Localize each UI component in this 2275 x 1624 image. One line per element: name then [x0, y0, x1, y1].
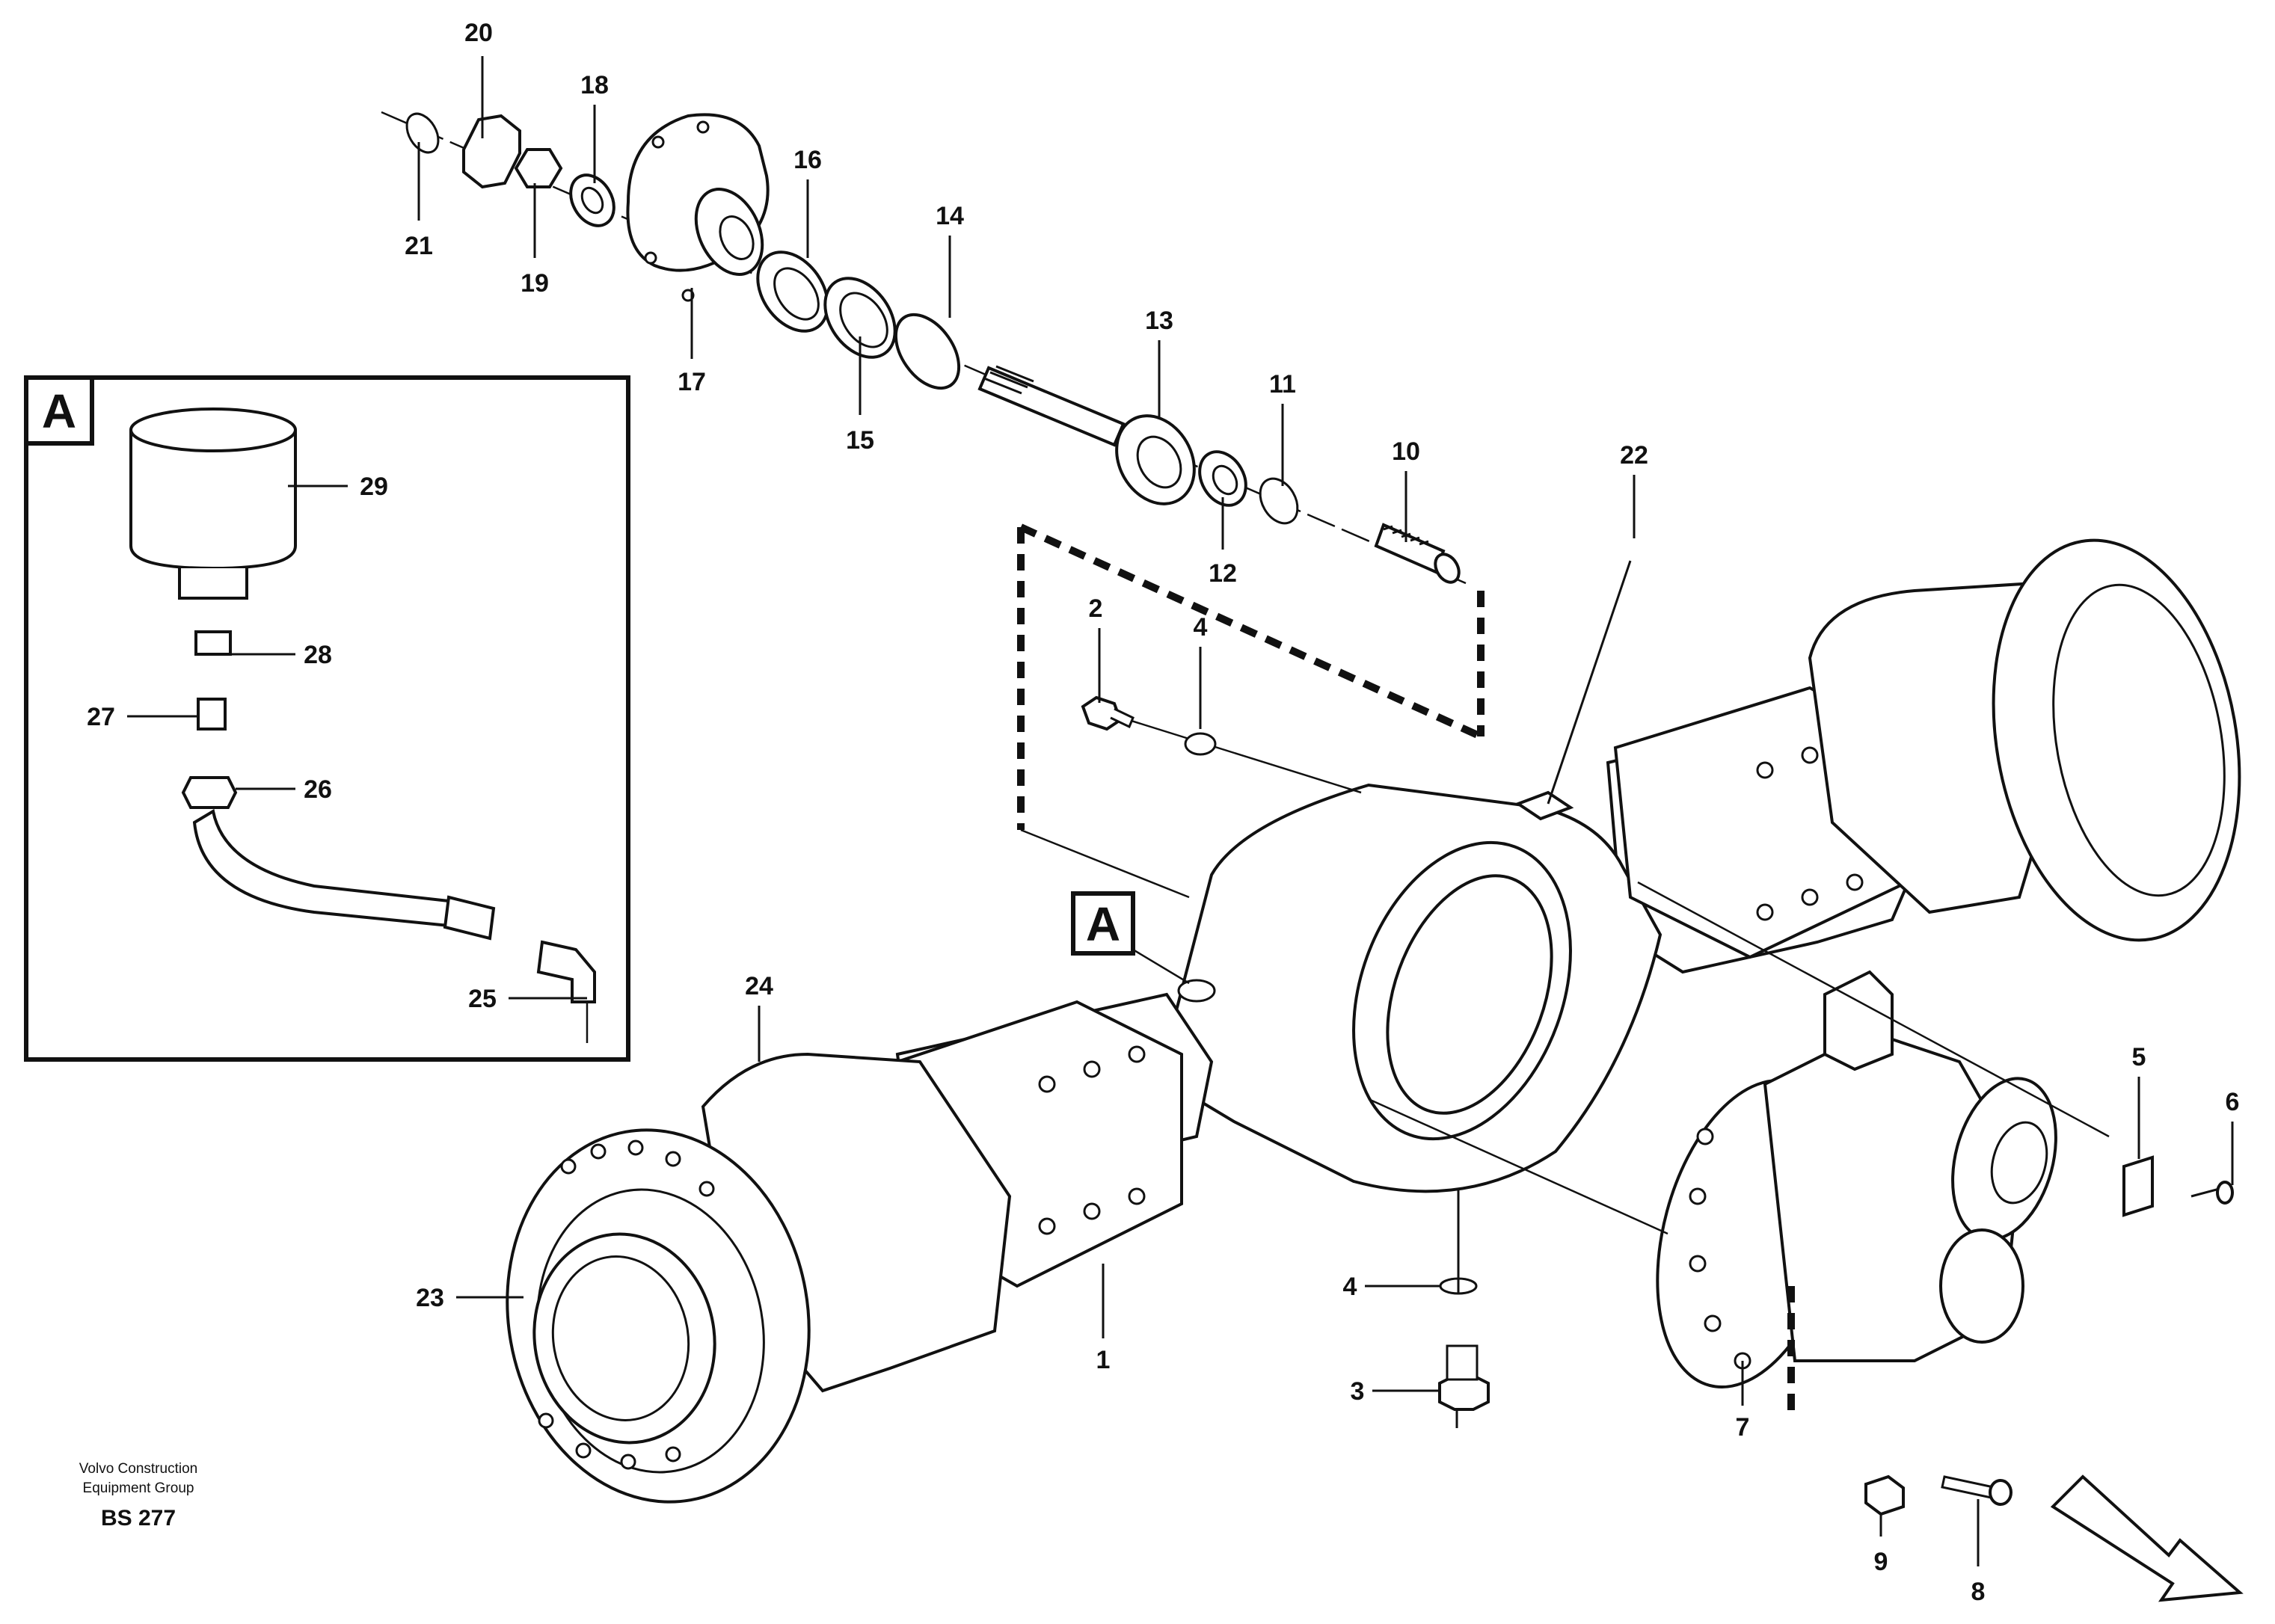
label-6: 6	[2226, 1088, 2240, 1116]
label-15: 15	[846, 426, 874, 455]
label-10: 10	[1392, 437, 1420, 466]
right-hub	[1808, 538, 2241, 942]
label-3: 3	[1351, 1377, 1365, 1406]
pinion-shaft	[977, 366, 1126, 447]
label-2: 2	[1089, 594, 1103, 623]
lock-washer-20	[462, 114, 521, 189]
circlip-21	[405, 112, 440, 154]
elbow-25	[536, 940, 596, 1003]
label-4-lower: 4	[1343, 1273, 1357, 1301]
label-19: 19	[521, 269, 549, 298]
label-18: 18	[580, 71, 609, 99]
label-1: 1	[1096, 1346, 1111, 1374]
bolt-8	[1941, 1475, 2012, 1506]
detail-box-a: A	[24, 375, 630, 1062]
pinion-10	[1374, 523, 1461, 584]
oring-4-upper	[1184, 732, 1217, 756]
screw-6	[2190, 1181, 2234, 1205]
leader-lines	[127, 56, 2234, 1566]
label-23: 23	[416, 1284, 444, 1312]
label-28: 28	[304, 641, 332, 669]
label-13: 13	[1145, 307, 1173, 335]
plate-5	[2122, 1155, 2154, 1217]
sleeve-9	[1864, 1474, 1905, 1516]
footer: Volvo Construction Equipment Group BS 27…	[79, 1461, 197, 1531]
label-29: 29	[360, 473, 388, 501]
differential-carrier-7	[1656, 970, 2057, 1389]
label-8: 8	[1971, 1578, 1986, 1606]
label-26: 26	[304, 775, 332, 804]
footer-ref: BS 277	[101, 1506, 176, 1531]
part-labels: 20 18 21 19 16 14 17 15 13 11 10 12 22 2…	[87, 19, 2239, 1606]
label-27: 27	[87, 703, 115, 731]
plug-3	[1438, 1344, 1490, 1411]
callout-a: A	[1071, 891, 1190, 985]
flange-17	[626, 113, 770, 302]
bearing-13	[1115, 414, 1196, 505]
axle-housing	[506, 538, 2241, 1504]
label-16: 16	[793, 146, 822, 174]
explode-frame	[1017, 523, 1485, 830]
label-12: 12	[1209, 559, 1237, 588]
label-14: 14	[936, 202, 964, 230]
nipple-27	[197, 698, 227, 731]
hose	[192, 808, 467, 929]
label-7: 7	[1736, 1413, 1750, 1442]
circlip-11	[1259, 477, 1299, 525]
label-4-upper: 4	[1194, 613, 1208, 642]
label-24: 24	[745, 972, 773, 1000]
label-22: 22	[1620, 441, 1648, 470]
callout-tag: A	[1086, 897, 1120, 951]
plug-2	[1081, 695, 1135, 731]
label-21: 21	[405, 232, 433, 260]
left-hub	[506, 1052, 1012, 1504]
label-11: 11	[1269, 370, 1296, 399]
adapter-28	[194, 630, 232, 656]
label-20: 20	[464, 19, 493, 47]
forward-arrow	[2050, 1474, 2244, 1602]
breather-filter-29	[129, 407, 297, 600]
label-25: 25	[468, 985, 497, 1013]
shaft-assembly	[381, 111, 1467, 585]
label-5: 5	[2132, 1043, 2146, 1071]
footer-line2: Equipment Group	[83, 1480, 194, 1496]
fitting-26	[181, 776, 238, 809]
label-9: 9	[1874, 1548, 1888, 1576]
snap-ring-14	[894, 313, 961, 390]
detail-tag: A	[42, 384, 76, 438]
footer-line1: Volvo Construction	[79, 1461, 197, 1477]
nut-19	[514, 148, 563, 188]
label-17: 17	[678, 368, 706, 396]
